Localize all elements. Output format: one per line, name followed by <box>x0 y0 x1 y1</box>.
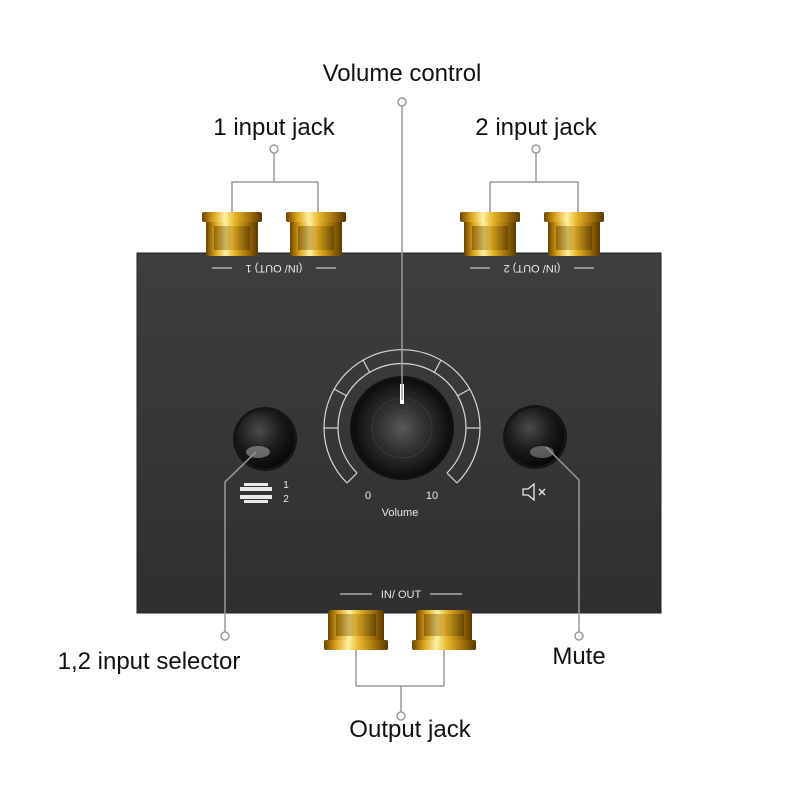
rca-jack-2b <box>544 212 604 256</box>
rca-jack-1a <box>202 212 262 256</box>
port-label-2: (IN/ OUT) 2 <box>504 262 561 274</box>
rca-jack-out-b <box>412 610 476 650</box>
volume-min-label: 0 <box>365 490 371 502</box>
port-label-2-group: (IN/ OUT) 2 <box>470 262 594 274</box>
volume-knob[interactable] <box>350 376 454 480</box>
input-jack-2-label: 2 input jack <box>475 114 597 141</box>
volume-label: Volume <box>382 507 419 519</box>
bottom-port-label: IN/ OUT <box>381 589 422 601</box>
port-label-1-group: (IN/ OUT) 1 <box>212 262 336 274</box>
bottom-label-group: IN/ OUT <box>340 589 462 601</box>
volume-max-label: 10 <box>426 490 438 502</box>
mute-label: Mute <box>552 643 606 670</box>
output-jack-label: Output jack <box>349 716 471 743</box>
rca-jack-out-a <box>324 610 388 650</box>
rca-jack-1b <box>286 212 346 256</box>
volume-control-label: Volume control <box>322 60 482 87</box>
callout-lines <box>224 106 580 712</box>
port-label-1: (IN/ OUT) 1 <box>246 262 303 274</box>
callout-dots <box>220 97 584 721</box>
input-jack-1-label: 1 input jack <box>213 114 335 141</box>
rca-jack-2a <box>460 212 520 256</box>
selector-position-1: 1 <box>283 480 289 491</box>
speaker-mute-icon <box>522 482 546 502</box>
input-selector-button[interactable] <box>233 407 297 471</box>
selector-position-2: 2 <box>283 494 289 505</box>
selector-position-icon <box>240 483 272 503</box>
input-selector-label: 1,2 input selector <box>57 648 241 675</box>
